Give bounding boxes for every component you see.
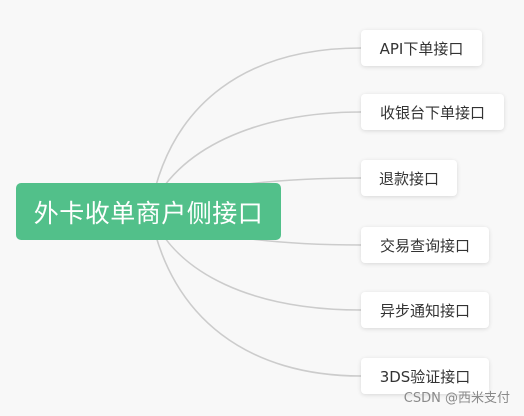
connector-3ds <box>149 210 362 377</box>
node-3ds-verify[interactable]: 3DS验证接口 <box>361 358 489 394</box>
root-node[interactable]: 外卡收单商户侧接口 <box>16 183 281 240</box>
node-cashier-order[interactable]: 收银台下单接口 <box>361 94 504 130</box>
watermark: CSDN @西米支付 <box>403 391 510 406</box>
node-api-order[interactable]: API下单接口 <box>361 30 482 66</box>
node-notify[interactable]: 异步通知接口 <box>361 292 489 328</box>
connector-api-order <box>149 47 362 212</box>
node-query[interactable]: 交易查询接口 <box>361 227 489 263</box>
node-refund[interactable]: 退款接口 <box>361 160 457 196</box>
